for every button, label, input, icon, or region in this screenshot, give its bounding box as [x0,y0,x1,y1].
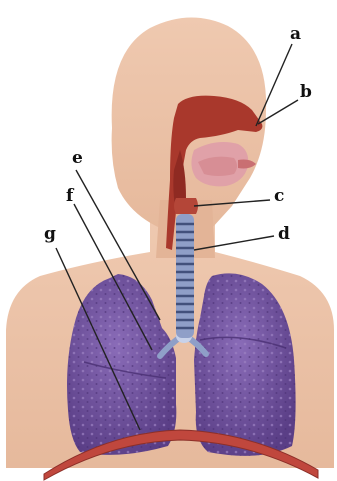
label-b: b [300,84,312,101]
label-d: d [278,226,290,243]
trachea [176,214,194,338]
label-e: e [72,150,83,167]
label-a: a [290,26,301,43]
label-g: g [44,226,56,243]
label-c: c [274,188,284,205]
tongue [198,157,237,176]
label-f: f [66,188,73,205]
